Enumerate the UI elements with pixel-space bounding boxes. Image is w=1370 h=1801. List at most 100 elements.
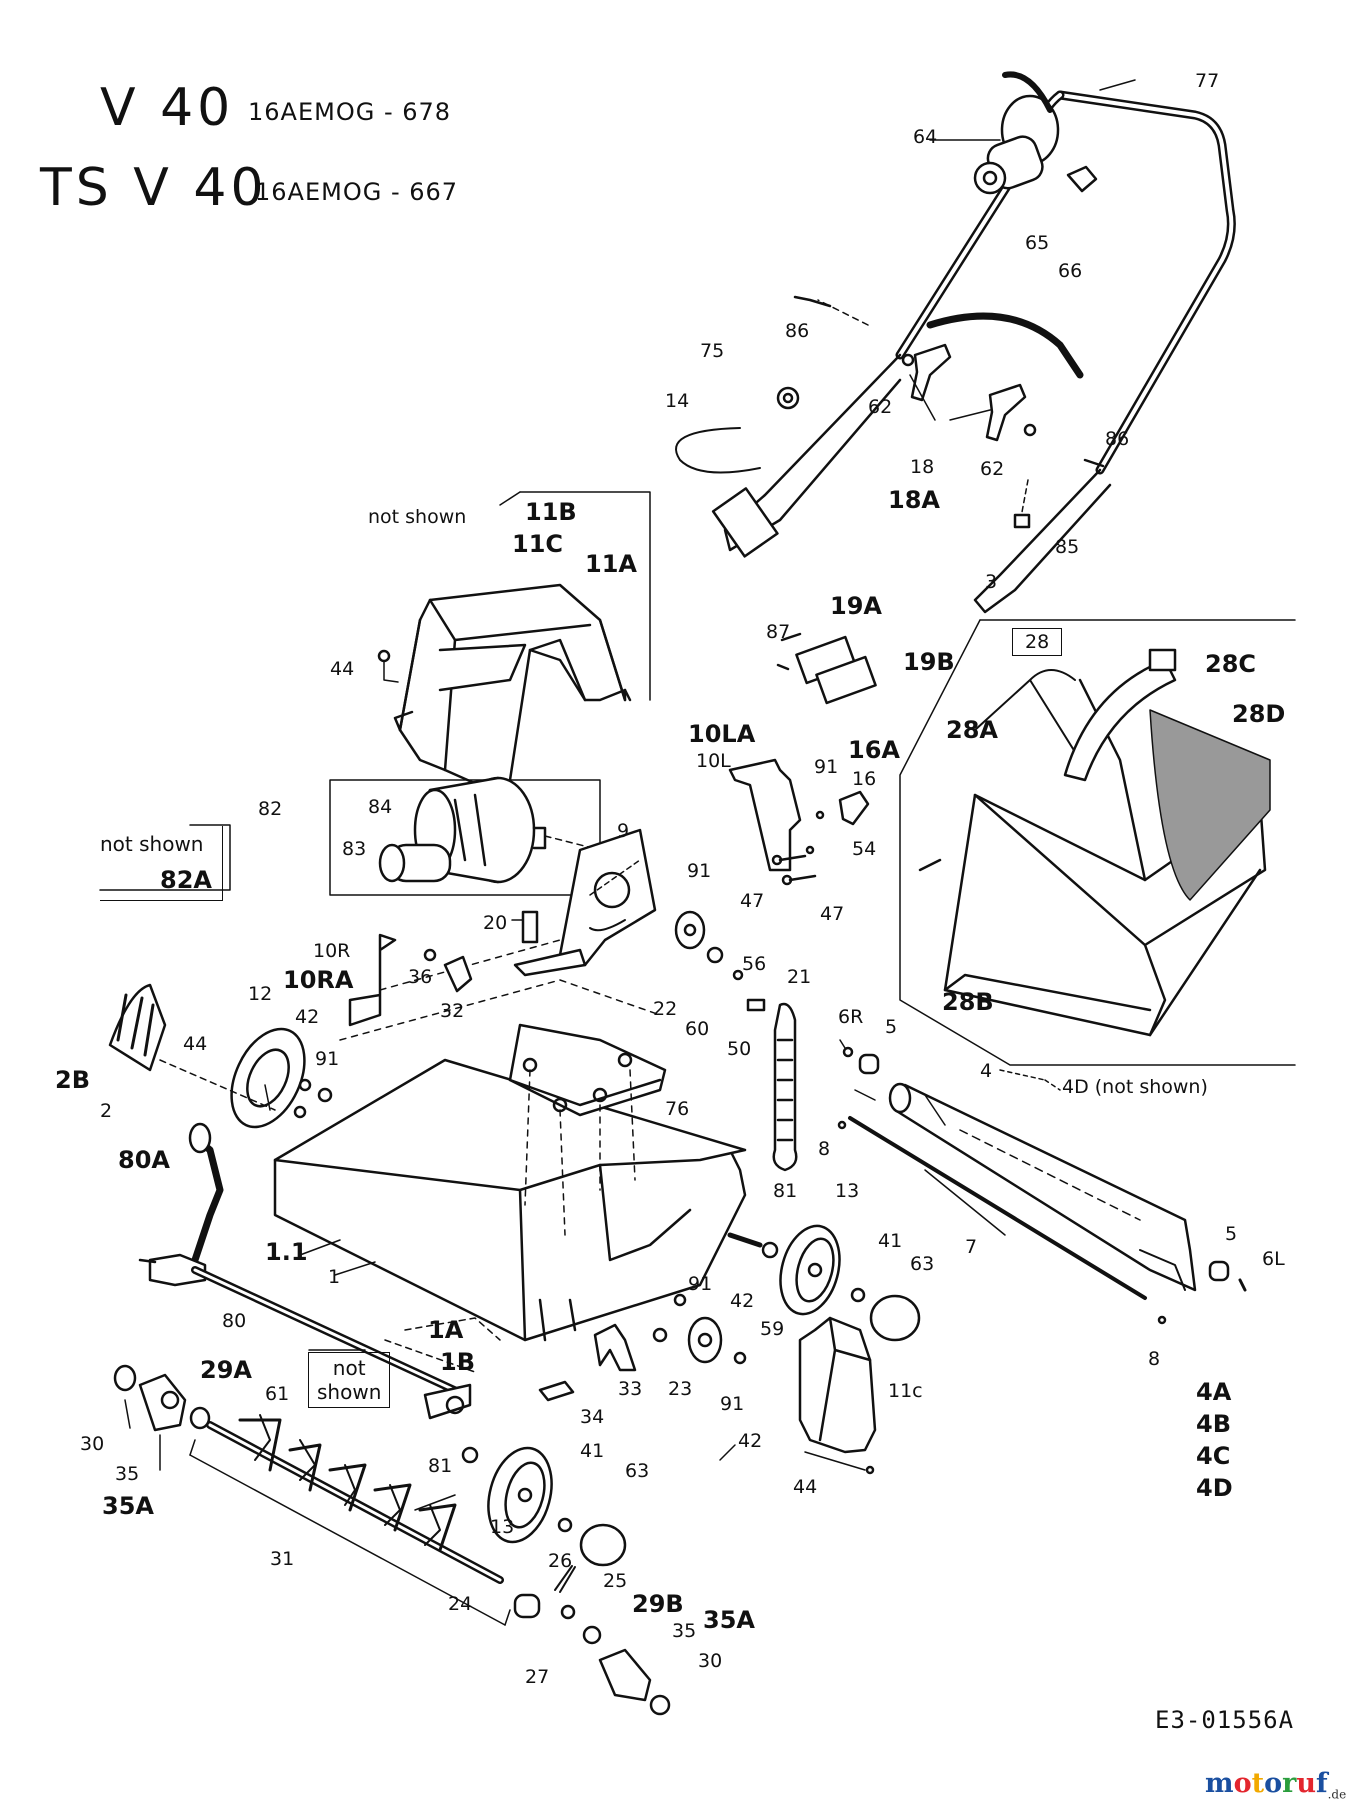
part-label-27: 27: [525, 1666, 550, 1688]
logo-letter: f: [1315, 1768, 1328, 1799]
belt-drive: [652, 910, 798, 1365]
model-title-v40: V 40: [100, 78, 235, 138]
part-label-42b: 42: [730, 1290, 755, 1312]
part-label-42a: 42: [295, 1006, 320, 1028]
part-label-29B: 29B: [632, 1590, 684, 1618]
part-label-63b: 63: [625, 1460, 650, 1482]
small-parts-33-34: [538, 1323, 637, 1402]
part-label-64: 64: [913, 126, 938, 148]
part-label-11c: 11c: [888, 1380, 923, 1402]
not-shown-line2: shown: [317, 1380, 382, 1404]
part-label-44a: 44: [330, 658, 355, 680]
part-label-2: 2: [100, 1100, 113, 1122]
main-housing: [273, 939, 747, 1342]
part-label-20: 20: [483, 912, 508, 934]
part-label-28B: 28B: [942, 988, 994, 1016]
not-shown-label-82A: not shown: [100, 832, 204, 856]
part-label-4A: 4A: [1196, 1378, 1232, 1406]
part-label-83: 83: [342, 838, 367, 860]
logo-suffix: .de: [1327, 1787, 1347, 1801]
part-label-10L: 10L: [696, 750, 731, 772]
part-label-12: 12: [248, 983, 273, 1005]
logo-letter: o: [1264, 1768, 1283, 1799]
part-label-59: 59: [760, 1318, 785, 1340]
belt-cover: [798, 1316, 877, 1475]
part-label-82A: 82A: [160, 866, 212, 894]
part-label-85: 85: [1055, 536, 1080, 558]
part-label-4C: 4C: [1196, 1442, 1231, 1470]
part-label-26: 26: [548, 1550, 573, 1572]
part-label-24: 24: [448, 1593, 473, 1615]
motoruf-logo: motoruf.de: [1205, 1768, 1346, 1801]
part-label-6L: 6L: [1262, 1248, 1285, 1270]
part-label-77: 77: [1195, 70, 1220, 92]
part-label-80A: 80A: [118, 1146, 170, 1174]
part-label-81a: 81: [773, 1180, 798, 1202]
leader-lines: [124, 1084, 1006, 1511]
bracket-parts: [728, 632, 877, 886]
part-label-42c: 42: [738, 1430, 763, 1452]
right-bracket: [348, 933, 473, 1027]
part-label-82: 82: [258, 798, 283, 820]
logo-letter: r: [1282, 1768, 1297, 1799]
part-label-35A-left: 35A: [102, 1492, 154, 1520]
handle-assembly: [675, 71, 1236, 614]
motor-mount-plate: [511, 828, 657, 977]
wheels: [461, 1224, 921, 1567]
part-label-36: 36: [408, 966, 433, 988]
part-label-65: 65: [1025, 232, 1050, 254]
part-label-19B: 19B: [903, 648, 955, 676]
part-label-28C: 28C: [1205, 650, 1257, 678]
part-label-13a: 13: [835, 1180, 860, 1202]
part-label-14: 14: [665, 390, 690, 412]
part-label-81b: 81: [428, 1455, 453, 1477]
part-label-86b: 86: [1105, 428, 1130, 450]
part-label-5a: 5: [885, 1016, 898, 1038]
part-label-62a: 62: [868, 396, 893, 418]
logo-letter: m: [1205, 1768, 1234, 1799]
part-label-35A-right: 35A: [703, 1606, 755, 1634]
part-label-44b: 44: [183, 1033, 208, 1055]
rear-roller: [837, 1039, 1247, 1325]
part-label-1A: 1A: [428, 1316, 464, 1344]
part-label-60: 60: [685, 1018, 710, 1040]
part-label-11C: 11C: [512, 530, 564, 558]
part-label-10LA: 10LA: [688, 720, 756, 748]
part-label-35b: 35: [672, 1620, 697, 1642]
part-label-47b: 47: [820, 903, 845, 925]
label-4D-not-shown: 4D (not shown): [1062, 1076, 1208, 1098]
part-label-32: 32: [440, 1000, 465, 1022]
part-label-10R: 10R: [313, 940, 351, 962]
part-label-2B: 2B: [55, 1066, 90, 1094]
part-label-4D: 4D: [1196, 1474, 1233, 1502]
part-label-10RA: 10RA: [283, 966, 354, 994]
part-label-1: 1: [328, 1266, 341, 1288]
part-label-41b: 41: [580, 1440, 605, 1462]
left-flange-and-hub: [108, 983, 333, 1129]
part-label-44c: 44: [793, 1476, 818, 1498]
part-label-25: 25: [603, 1570, 628, 1592]
part-label-30b: 30: [698, 1650, 723, 1672]
part-label-28D: 28D: [1232, 700, 1286, 728]
part-label-4B: 4B: [1196, 1410, 1231, 1438]
model-code-v40: 16AEMOG - 678: [248, 98, 452, 126]
part-label-84: 84: [368, 796, 393, 818]
not-shown-box-1A-1B: not shown: [308, 1352, 391, 1408]
grass-catcher: [899, 619, 1296, 1066]
grass-catcher-box-label: 28: [1012, 628, 1063, 656]
part-label-91b: 91: [687, 860, 712, 882]
part-label-18A: 18A: [888, 486, 940, 514]
part-label-1B: 1B: [440, 1348, 475, 1376]
part-label-5b: 5: [1225, 1223, 1238, 1245]
logo-letter: u: [1296, 1768, 1316, 1799]
height-adjust-crank: [138, 1122, 472, 1420]
part-label-11B: 11B: [525, 498, 577, 526]
part-label-63a: 63: [910, 1253, 935, 1275]
scarifier-shaft: [113, 1364, 671, 1716]
part-label-76: 76: [665, 1098, 690, 1120]
part-label-23: 23: [668, 1378, 693, 1400]
part-label-41a: 41: [878, 1230, 903, 1252]
part-label-4: 4: [980, 1060, 993, 1082]
part-label-16A: 16A: [848, 736, 900, 764]
